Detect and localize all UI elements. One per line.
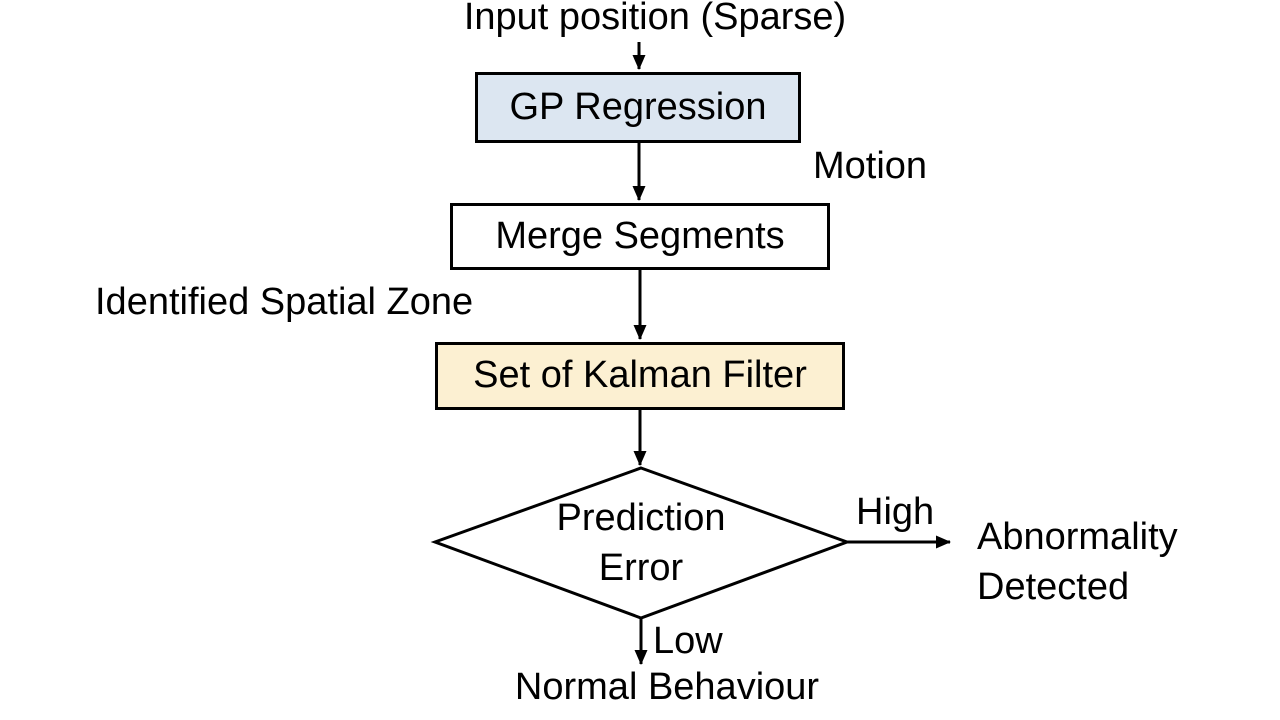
normal-behaviour-label: Normal Behaviour: [514, 666, 820, 708]
kalman-filter-label: Set of Kalman Filter: [473, 354, 807, 397]
decision-diamond-text: Prediction Error: [511, 468, 771, 618]
gp-regression-box: GP Regression: [475, 72, 801, 143]
merge-segments-label: Merge Segments: [495, 214, 785, 257]
gp-regression-label: GP Regression: [509, 85, 767, 128]
input-position-label: Input position (Sparse): [463, 0, 847, 38]
high-edge-label: High: [856, 491, 935, 533]
abnormality-detected-label: Abnormality Detected: [977, 512, 1178, 612]
kalman-filter-box: Set of Kalman Filter: [435, 342, 845, 410]
motion-edge-label: Motion: [813, 145, 928, 187]
merge-segments-box: Merge Segments: [450, 203, 830, 270]
abnormality-line-2: Detected: [977, 566, 1130, 608]
decision-line-2: Error: [598, 547, 684, 589]
low-edge-label: Low: [653, 620, 723, 662]
abnormality-line-1: Abnormality: [977, 516, 1178, 558]
decision-line-1: Prediction: [556, 497, 726, 539]
identified-spatial-zone-label: Identified Spatial Zone: [95, 281, 474, 323]
